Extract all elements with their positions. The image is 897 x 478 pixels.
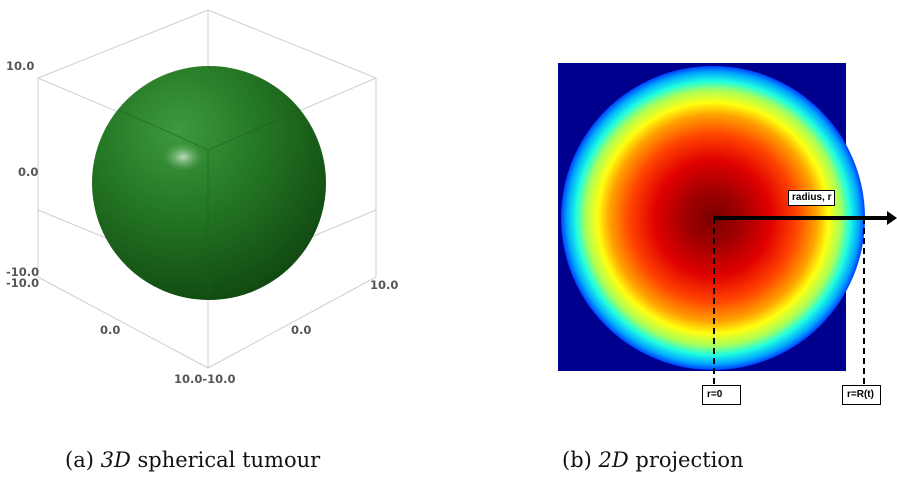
corner-tick: 10.0-10.0	[174, 372, 236, 386]
radius-label: radius, r	[788, 190, 836, 206]
tumour-sphere	[92, 66, 326, 300]
projection-plot	[558, 63, 897, 386]
r-zero-label: r=0	[702, 385, 742, 405]
y-tick-left-top: -10.0	[6, 276, 40, 290]
z-tick-mid: 0.0	[18, 165, 39, 179]
panel-3d-sphere: 10.0 0.0 -10.0 -10.0 0.0 10.0-10.0 0.0 1…	[0, 0, 440, 478]
z-tick-bottom: -10.0	[6, 265, 40, 279]
x-tick-right-top: 10.0	[370, 278, 399, 292]
r-boundary-label: r=R(t)	[842, 385, 881, 405]
panel-2d-projection: radius, r r=0 r=R(t) (b) 2D projection	[450, 0, 897, 478]
sphere-plot	[37, 9, 377, 369]
radius-arrowhead	[887, 211, 897, 225]
z-tick-top: 10.0	[6, 59, 35, 73]
caption-b: (b) 2D projection	[562, 448, 744, 472]
x-tick-right-mid: 0.0	[291, 323, 312, 337]
y-tick-left-mid: 0.0	[100, 323, 121, 337]
caption-a: (a) 3D spherical tumour	[65, 448, 321, 472]
sphere-highlight	[163, 143, 203, 171]
